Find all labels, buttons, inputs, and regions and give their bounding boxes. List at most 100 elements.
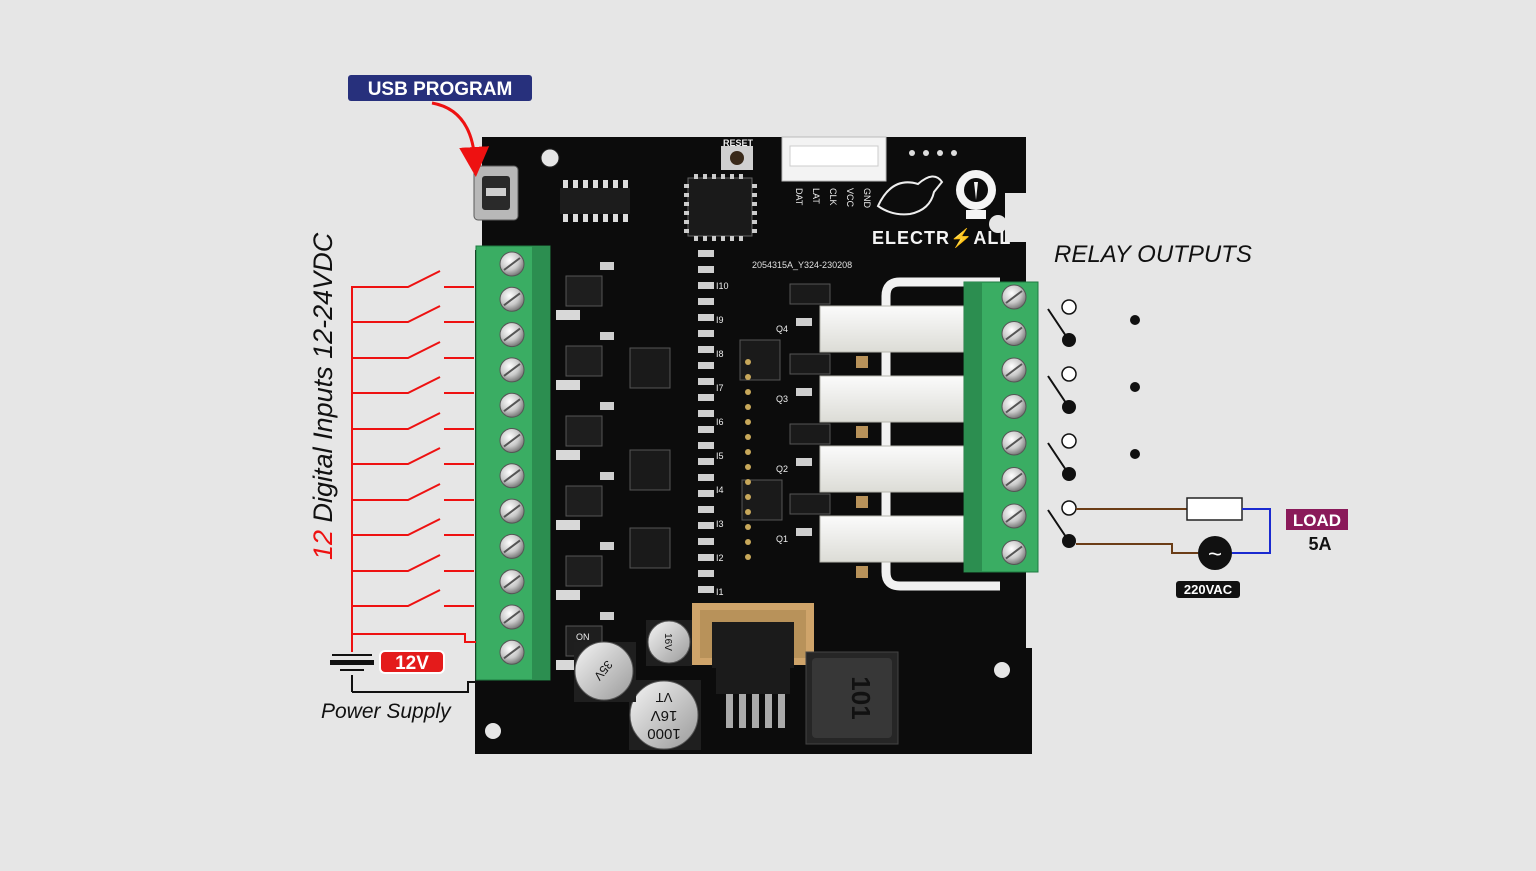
- screw-slot: [503, 468, 521, 483]
- screw-slot: [1005, 290, 1023, 304]
- ic-pin: [712, 236, 716, 241]
- ic-pin: [730, 174, 734, 179]
- input-label: I9: [716, 315, 724, 325]
- smd-component: [698, 522, 714, 529]
- contact-open: [1061, 433, 1077, 449]
- screw-slot: [503, 327, 521, 342]
- input-label: I1: [716, 587, 724, 597]
- ic-pin: [730, 236, 734, 241]
- smd-component: [698, 570, 714, 577]
- relay: [819, 305, 969, 353]
- via: [745, 404, 751, 410]
- smd-component: [698, 538, 714, 545]
- header-pin-label: VCC: [845, 188, 855, 208]
- smd-component: [698, 250, 714, 257]
- power-supply-label: Power Supply: [321, 700, 452, 723]
- input-switch: [352, 554, 441, 572]
- contact-dot: [1130, 382, 1140, 392]
- smd-component: [796, 528, 812, 536]
- digital-inputs-label: 12 Digital Inputs 12-24VDC: [308, 232, 338, 560]
- via: [745, 524, 751, 530]
- screw-slot: [503, 610, 521, 624]
- header-connector: [781, 136, 887, 182]
- relay: [819, 375, 969, 423]
- smd-component: [698, 554, 714, 561]
- optocoupler: [565, 555, 603, 587]
- input-label: I4: [716, 485, 724, 495]
- smd-resistor: [600, 332, 614, 340]
- input-switch: [352, 270, 441, 288]
- via: [745, 449, 751, 455]
- usb-program-badge: USB PROGRAM: [348, 75, 532, 177]
- relay-label: Q3: [776, 394, 788, 404]
- smd-component: [698, 298, 714, 305]
- svg-text:16V: 16V: [662, 633, 673, 651]
- contact-open: [1061, 299, 1077, 315]
- ic-pin: [603, 180, 608, 188]
- reset-label: RESET: [723, 138, 754, 148]
- smd-component: [796, 318, 812, 326]
- voltage-regulator: [712, 622, 794, 668]
- usb-connector: [473, 165, 519, 221]
- regulator-pin: [739, 694, 746, 728]
- ic-pin: [721, 174, 725, 179]
- svg-text:12 Digital Inputs 12-24VDC: 12 Digital Inputs 12-24VDC: [308, 232, 338, 560]
- ic-pin: [603, 214, 608, 222]
- ic-pin: [703, 174, 707, 179]
- smd-resistor: [556, 450, 580, 460]
- ic-pin: [752, 220, 757, 224]
- smd-component: [698, 410, 714, 417]
- ic-pin: [623, 214, 628, 222]
- screw-slot: [503, 574, 521, 589]
- ic-pin: [583, 180, 588, 188]
- ic-pin: [712, 174, 716, 179]
- ic-pin: [563, 214, 568, 222]
- screw-slot: [1005, 509, 1023, 523]
- relay-label: Q2: [776, 464, 788, 474]
- smd-resistor: [556, 660, 580, 670]
- input-switch: [352, 305, 441, 323]
- ic-pin: [684, 229, 689, 233]
- mains-label: 220VAC: [1184, 582, 1233, 597]
- smd-component: [698, 330, 714, 337]
- contact-arm: [1047, 509, 1067, 538]
- via: [745, 434, 751, 440]
- input-switch: [352, 447, 441, 465]
- microcontroller: [684, 174, 757, 241]
- input-label: I6: [716, 417, 724, 427]
- via: [745, 509, 751, 515]
- power-supply-symbol: 12V Power Supply: [321, 638, 476, 723]
- capacitor-large: 1000 16V VT: [629, 680, 701, 750]
- svg-text:16V: 16V: [651, 707, 678, 724]
- smd-resistor: [556, 380, 580, 390]
- screw-slot: [503, 398, 521, 413]
- smd-resistor: [600, 262, 614, 270]
- ic-pin: [684, 184, 689, 188]
- smd-component: [698, 426, 714, 433]
- contact-common: [1062, 467, 1076, 481]
- smd-component: [796, 458, 812, 466]
- via: [745, 539, 751, 545]
- smd-component: [796, 388, 812, 396]
- regulator-pin: [778, 694, 785, 728]
- screw-slot: [503, 433, 521, 448]
- ic-pin: [739, 174, 743, 179]
- ic-pin: [752, 202, 757, 206]
- ic-pin: [684, 220, 689, 224]
- smd-component: [698, 362, 714, 369]
- smd-component: [698, 394, 714, 401]
- on-label: ON: [576, 632, 590, 642]
- header-pin-label: CLK: [828, 188, 838, 206]
- relay: [819, 445, 969, 493]
- capacitor-small-a: 35V: [574, 641, 636, 702]
- smd-component: [698, 442, 714, 449]
- screw-slot: [1005, 399, 1023, 414]
- contact-common: [1062, 534, 1076, 548]
- screw-slot: [1005, 436, 1023, 450]
- smd-resistor: [556, 590, 580, 600]
- reset-button: RESET: [721, 138, 754, 170]
- ic-top-left: [560, 180, 630, 222]
